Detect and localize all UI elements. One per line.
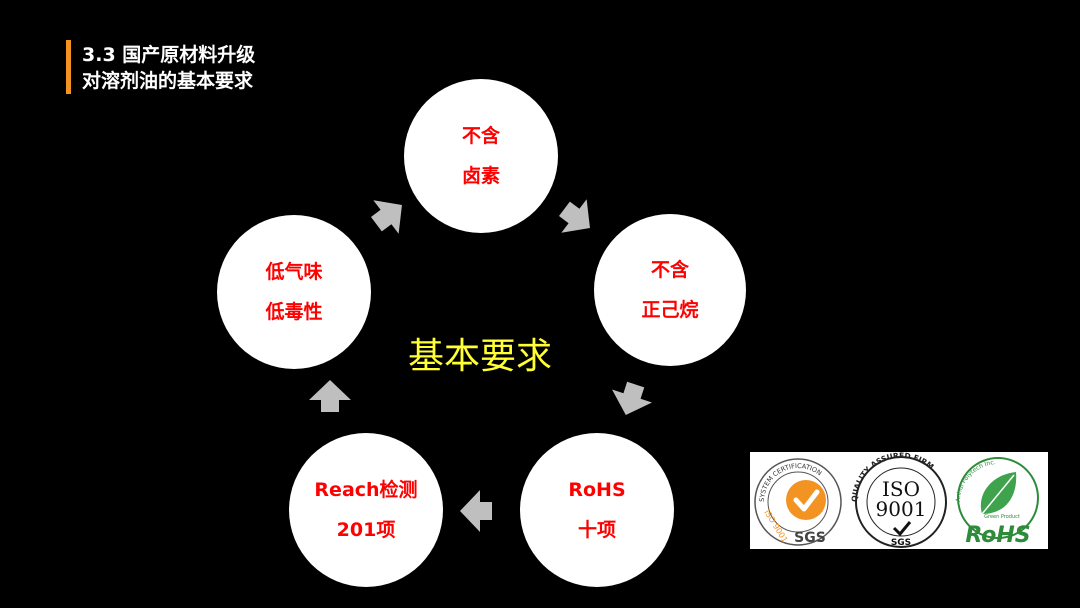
node-rohs-line-2: 十项 — [577, 519, 616, 541]
node-hexane-free-line-1: 不含 — [650, 259, 689, 281]
node-halogen-free-line-1: 不含 — [461, 125, 500, 147]
iso-line-1: ISO — [882, 477, 920, 501]
node-halogen-free: 不含 卤素 — [404, 79, 558, 233]
sgs-certification-logo: SYSTEM CERTIFICATION ISO 9001 SGS — [754, 458, 842, 546]
sgs-brand-text: SGS — [794, 530, 826, 546]
slide-title-line-2: 对溶剂油的基本要求 — [82, 70, 254, 92]
iso-brand-text: SGS — [891, 538, 911, 548]
iso-9001-logo: QUALITY ASSURED FIRM ISO 9001 SGS — [850, 451, 947, 548]
sgs-check-icon — [786, 480, 826, 520]
node-reach: Reach检测 201项 — [289, 433, 443, 587]
slide-title: 3.3 国产原材料升级 对溶剂油的基本要求 — [82, 42, 255, 94]
arrow-halogen-to-hexane — [559, 199, 590, 233]
arrow-reach-to-odor — [309, 380, 351, 412]
rohs-brand-text: RoHS — [965, 523, 1030, 548]
node-hexane-free-line-2: 正己烷 — [641, 299, 699, 321]
node-low-odor: 低气味 低毒性 — [217, 215, 371, 369]
arrow-rohs-to-reach — [460, 490, 492, 532]
iso-line-2: 9001 — [876, 497, 927, 521]
rohs-inner-text: Green Product — [984, 514, 1020, 520]
arrow-hexane-to-rohs — [612, 381, 652, 416]
certification-logos: SYSTEM CERTIFICATION ISO 9001 SGS QUALIT… — [750, 451, 1048, 549]
node-reach-line-2: 201项 — [336, 519, 396, 541]
node-low-odor-line-1: 低气味 — [265, 261, 323, 283]
iso-check-icon — [892, 521, 912, 537]
node-rohs: RoHS 十项 — [520, 433, 674, 587]
node-hexane-free: 不含 正己烷 — [594, 214, 746, 366]
title-accent-bar — [66, 40, 71, 94]
node-halogen-free-line-2: 卤素 — [461, 165, 500, 187]
slide-title-line-1: 3.3 国产原材料升级 — [82, 44, 256, 66]
rohs-logo: Anhui Polytech Inc. Green Product RoHS — [955, 457, 1039, 548]
arrow-odor-to-halogen — [371, 200, 402, 234]
center-label: 基本要求 — [407, 336, 552, 377]
node-rohs-line-1: RoHS — [568, 479, 626, 501]
node-reach-line-1: Reach检测 — [314, 479, 418, 501]
node-low-odor-line-2: 低毒性 — [265, 301, 323, 323]
